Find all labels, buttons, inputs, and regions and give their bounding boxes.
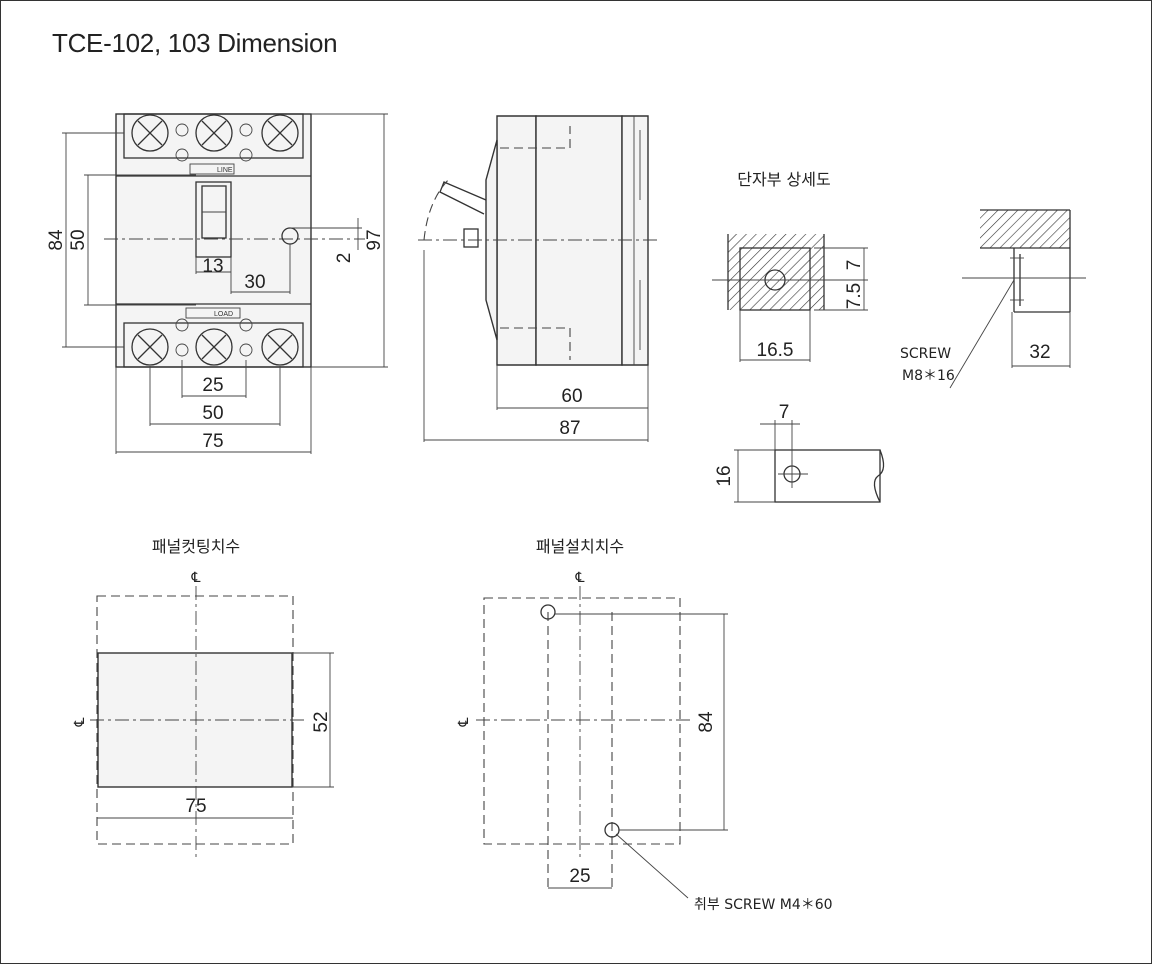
front-bottom-terminal-block <box>123 322 304 368</box>
terminal-detail-header: 단자부 상세도 <box>737 170 830 189</box>
panel-cutting: 패널컷팅치수 ℄ ℄ 52 75 <box>72 537 334 858</box>
screw-label-2: M8＊16 <box>902 368 955 384</box>
line-label: LINE <box>217 167 233 174</box>
dim-25-front: 25 <box>202 375 223 396</box>
terminal-screw-top-3 <box>261 114 299 152</box>
dim-25-mounting: 25 <box>569 866 590 887</box>
dim-87-side: 87 <box>559 418 580 439</box>
terminal-screw-bottom-3 <box>261 328 299 366</box>
front-view: LINE LOAD 84 50 <box>46 113 388 454</box>
panel-mounting-cl-top: ℄ <box>575 570 585 586</box>
dim-16-bar: 16 <box>714 465 735 486</box>
dim-2-front: 2 <box>334 253 355 264</box>
dim-7-5-terminal: 7.5 <box>844 283 865 309</box>
dim-84-mounting: 84 <box>696 711 717 733</box>
dim-16-5-terminal: 16.5 <box>757 340 794 361</box>
side-view: 60 87 <box>418 115 660 442</box>
terminal-screw-bottom-1 <box>131 328 169 366</box>
terminal-detail: 단자부 상세도 7 7.5 16.5 <box>712 170 1086 503</box>
mounting-screw-note: 취부 SCREW M4＊60 <box>694 897 833 913</box>
dim-50-front: 50 <box>68 229 89 250</box>
breaker-handle <box>195 181 232 258</box>
front-top-terminal-block <box>123 113 304 159</box>
dim-7-terminal: 7 <box>844 260 865 271</box>
panel-cutting-header: 패널컷팅치수 <box>152 537 240 556</box>
terminal-screw-top-2 <box>195 114 233 152</box>
panel-mounting-outline <box>483 597 681 845</box>
dim-50-bottom: 50 <box>202 403 223 424</box>
dim-30-front: 30 <box>244 272 265 293</box>
dim-97-front: 97 <box>364 229 385 250</box>
panel-cutting-cl-left: ℄ <box>72 718 88 728</box>
dim-32-terminal: 32 <box>1029 342 1050 363</box>
dim-60-side: 60 <box>561 386 582 407</box>
terminal-screw-bottom-2 <box>195 328 233 366</box>
load-label: LOAD <box>214 311 233 318</box>
dim-75-front: 75 <box>202 431 223 452</box>
bar-detail <box>774 449 881 503</box>
page-title: TCE-102, 103 Dimension <box>52 28 338 58</box>
dim-75-cutting: 75 <box>185 796 206 817</box>
dim-84-front: 84 <box>46 229 67 251</box>
dim-7-bar: 7 <box>779 402 790 423</box>
screw-label-1: SCREW <box>900 346 951 362</box>
panel-cutting-cl-top: ℄ <box>191 570 201 586</box>
terminal-screw-top-1 <box>131 114 169 152</box>
panel-mounting-header: 패널설치치수 <box>536 537 624 556</box>
dim-13-front: 13 <box>202 256 223 277</box>
dim-52-cutting: 52 <box>311 711 332 732</box>
mounting-hole-top <box>540 604 556 620</box>
terminal-block <box>739 247 811 311</box>
panel-mounting-cl-left: ℄ <box>456 718 472 728</box>
panel-mounting: 패널설치치수 ℄ ℄ 84 25 취부 SCREW M4＊60 <box>456 537 833 913</box>
